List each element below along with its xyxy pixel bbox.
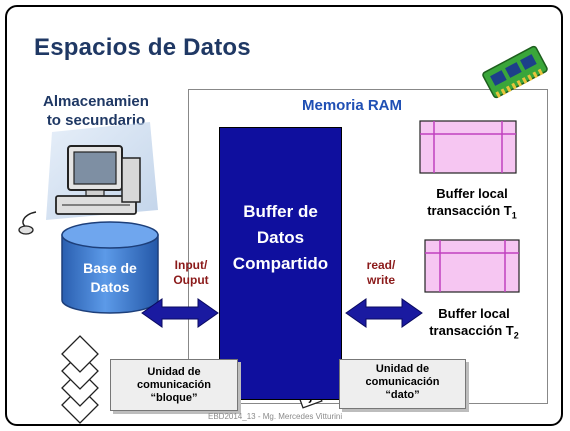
local-buffer-t2-line2-text: transacción T: [429, 323, 514, 338]
unit-block-box: Unidad de comunicación “bloque”: [110, 359, 238, 411]
unit-data-line1: Unidad de: [375, 363, 430, 375]
read-write-line1: read/: [366, 258, 396, 272]
local-buffer-t2-label: Buffer local transacción T2: [412, 305, 536, 345]
unit-data-box: Unidad de comunicación “dato”: [339, 359, 466, 409]
storage-label-line2: to secundario: [46, 112, 146, 129]
input-output-label: Input/ Ouput: [166, 258, 216, 288]
shared-buffer-label: Buffer de Datos Compartido: [219, 199, 342, 277]
input-output-line2: Ouput: [173, 273, 209, 287]
slide-frame: [5, 5, 563, 426]
local-buffer-t1-line2-text: transacción T: [427, 203, 512, 218]
local-buffer-t1-line1: Buffer local: [436, 186, 508, 201]
storage-label: Almacenamien to secundario: [16, 92, 176, 130]
local-buffer-t2: [424, 239, 520, 293]
ram-chip-icon: [482, 45, 548, 99]
shared-buffer-line2: Datos: [256, 228, 305, 247]
unit-block-line2: comunicación: [137, 379, 211, 391]
shared-buffer-line1: Buffer de: [243, 202, 318, 221]
ram-label: Memoria RAM: [302, 97, 403, 114]
local-buffer-t1: [419, 120, 517, 174]
slide-title: Espacios de Datos: [34, 34, 251, 61]
input-output-line1: Input/: [174, 258, 208, 272]
read-write-line2: write: [366, 273, 395, 287]
rw-double-arrow: [345, 298, 423, 328]
computer-icon: [18, 122, 158, 235]
unit-data-line3: “dato”: [385, 389, 420, 401]
database-label: Base de Datos: [66, 259, 154, 297]
storage-label-line1: Almacenamien: [43, 93, 149, 110]
database-label-line1: Base de: [83, 260, 137, 276]
read-write-label: read/ write: [356, 258, 406, 288]
local-buffer-t1-subscript: 1: [511, 210, 517, 221]
shared-buffer-line3: Compartido: [232, 254, 329, 273]
unit-data-line2: comunicación: [365, 376, 440, 388]
local-buffer-t2-line1: Buffer local: [438, 306, 510, 321]
io-double-arrow: [141, 298, 219, 328]
database-cylinder-icon: [61, 221, 159, 314]
slide-footer: EBD2014_13 - Mg. Mercedes Vitturini: [208, 412, 343, 421]
shared-buffer: [219, 127, 342, 400]
local-buffer-t2-subscript: 2: [513, 330, 519, 341]
block-pages-icon: [61, 335, 99, 424]
unit-block-line1: Unidad de: [147, 366, 201, 378]
database-label-line2: Datos: [90, 279, 130, 295]
local-buffer-t1-line2: transacción T1: [412, 202, 532, 225]
local-buffer-t2-line2: transacción T2: [412, 322, 536, 345]
unit-block-line3: “bloque”: [150, 392, 198, 404]
local-buffer-t1-label: Buffer local transacción T1: [412, 185, 532, 225]
